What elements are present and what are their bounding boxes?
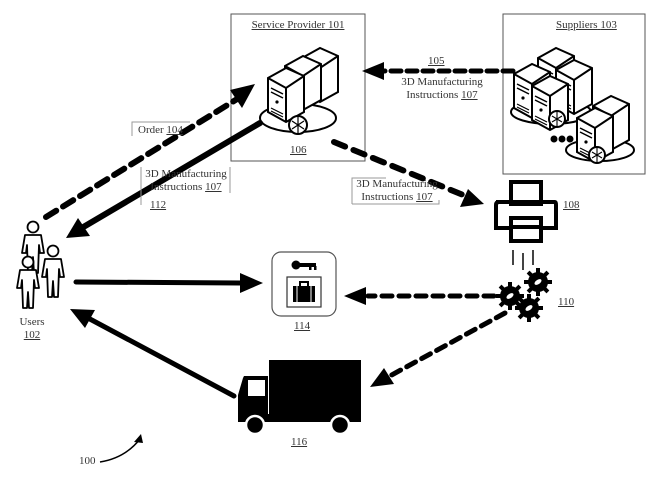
delivery-truck-ref: 116 <box>291 436 308 448</box>
users-icon <box>16 220 65 309</box>
arrowhead <box>240 273 263 293</box>
arrow-to-truck <box>385 310 508 380</box>
supplier-instructions-ref: 105 <box>428 55 445 67</box>
arrowhead <box>66 218 90 238</box>
figure-number-arrow <box>99 438 141 463</box>
arrow-order <box>43 93 245 220</box>
order-ref: 104 <box>166 124 183 136</box>
user-instructions-ref: 112 <box>150 199 167 211</box>
delivery-truck-icon <box>238 360 361 436</box>
product-package-ref: 114 <box>294 320 311 332</box>
users-label: Users 102 <box>14 316 50 342</box>
printer-instructions-label: 3D Manufacturing Instructions 107 <box>352 178 442 204</box>
printer-instructions-label-frame <box>351 177 440 205</box>
service-provider-title: Service Provider 101 <box>231 19 365 32</box>
printer-ref: 108 <box>563 199 580 211</box>
service-provider-box <box>230 13 366 162</box>
label-ref: 107 <box>461 89 478 101</box>
label-line: Instructions <box>406 89 459 101</box>
label-line: Instructions <box>361 191 414 203</box>
users-title: Users <box>19 316 45 328</box>
service-provider-server-ref: 106 <box>290 144 307 156</box>
suppliers-title: Suppliers 103 <box>556 19 617 32</box>
product-package-icon <box>271 251 337 317</box>
label-ref: 107 <box>205 181 222 193</box>
printer-icon <box>494 180 558 270</box>
label-line: 3D Manufacturing <box>145 168 227 180</box>
order-label: Order 104 <box>138 124 183 137</box>
arrowhead <box>460 189 484 207</box>
user-instructions-label: 3D Manufacturing Instructions 107 <box>140 168 232 194</box>
arrowhead <box>362 62 384 80</box>
manufacturing-ref: 110 <box>558 296 575 308</box>
arrowhead <box>70 309 95 328</box>
label-line: 3D Manufacturing <box>356 178 438 190</box>
suppliers-ref: 103 <box>600 19 617 31</box>
service-provider-title-text: Service Provider <box>251 19 326 31</box>
suppliers-title-text: Suppliers <box>556 19 598 31</box>
user-instructions-label-frame <box>140 167 231 205</box>
arrowhead <box>134 434 143 443</box>
arrow-truck-to-users <box>85 315 237 399</box>
arrowhead <box>370 368 394 387</box>
figure-number: 100 <box>79 455 96 467</box>
order-label-frame <box>131 121 190 136</box>
service-provider-server-icon <box>259 47 339 135</box>
arrowhead <box>230 84 255 108</box>
ellipsis-icon <box>550 135 574 143</box>
label-line: Instructions <box>150 181 203 193</box>
label-line: 3D Manufacturing <box>401 76 483 88</box>
users-ref: 102 <box>23 329 41 341</box>
arrow-printer-instructions <box>331 139 471 200</box>
supplier-instructions-label: 3D Manufacturing Instructions 107 <box>386 76 498 102</box>
arrowhead <box>344 287 366 305</box>
suppliers-box <box>502 13 646 175</box>
service-provider-ref: 101 <box>327 19 345 31</box>
order-label-text: Order <box>138 124 164 136</box>
supplier-servers-icon <box>510 47 635 164</box>
arrow-users-to-product <box>73 279 243 286</box>
label-ref: 107 <box>416 191 433 203</box>
arrow-user-instructions <box>77 120 263 232</box>
